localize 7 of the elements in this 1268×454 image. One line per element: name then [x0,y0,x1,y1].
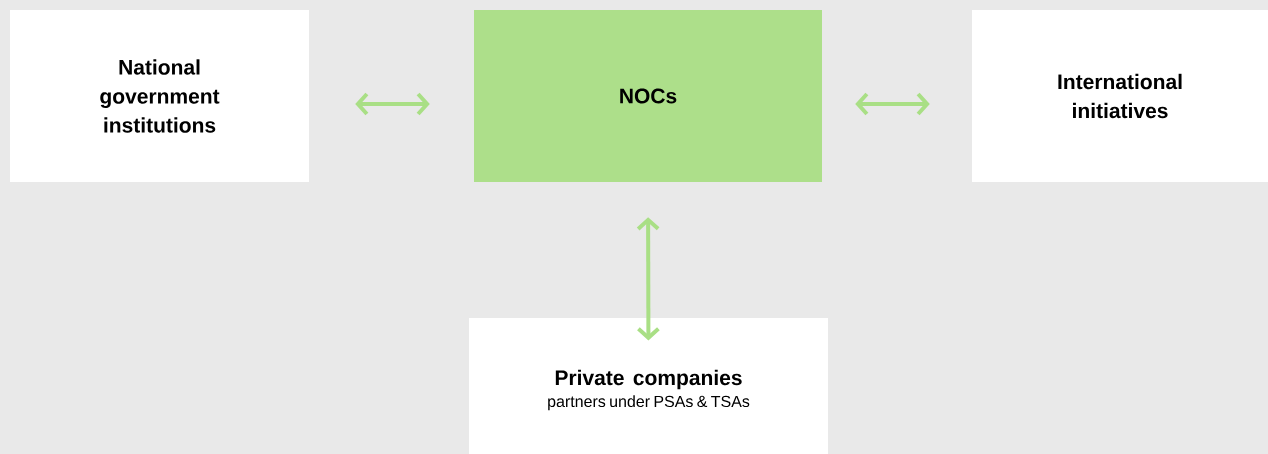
info-box: Private companies partners under PSAs & TSAs [469,318,828,454]
double-arrow [355,92,430,116]
double-arrow [636,217,660,341]
double-arrow [855,92,930,116]
info-box: National government institutions [10,10,309,182]
info-box: International initiatives [972,10,1268,182]
highlight-box: NOCs [474,10,822,182]
